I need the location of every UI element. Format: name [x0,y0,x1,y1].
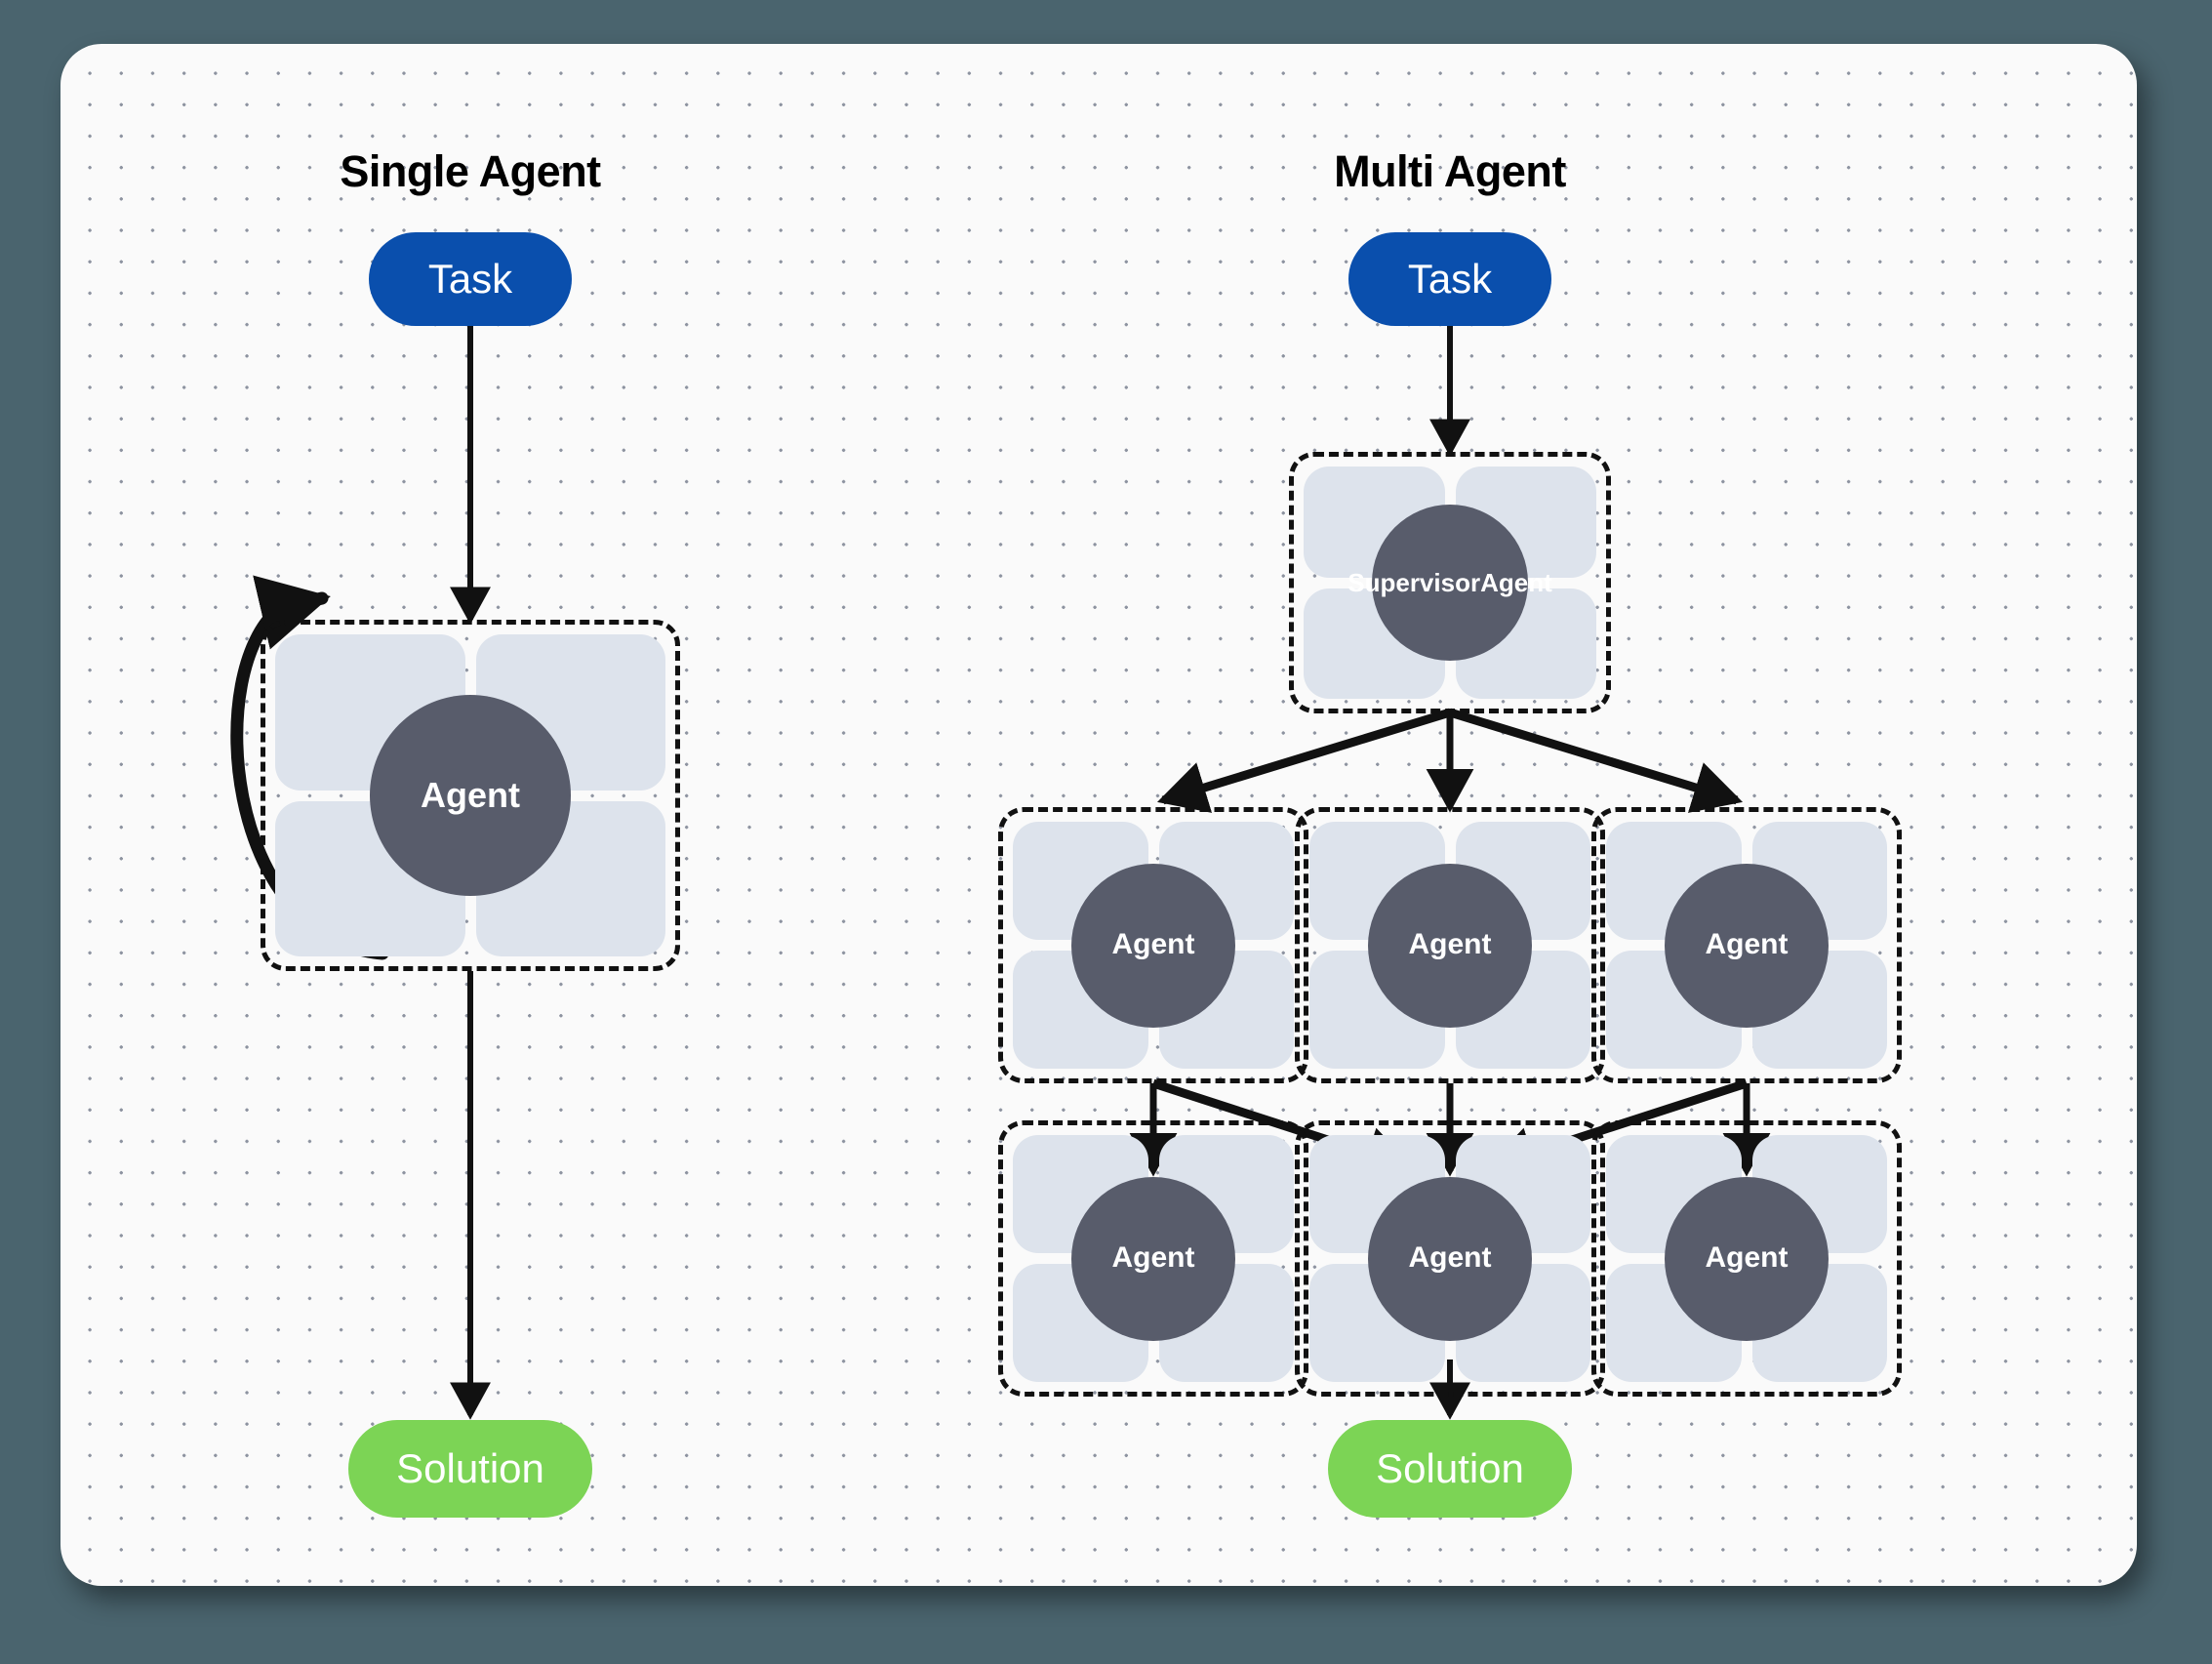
node-agent-row1-col1[interactable]: Agent [998,807,1308,1083]
node-agent-row1-col2[interactable]: Agent [1295,807,1605,1083]
node-agent-row1-col3[interactable]: Agent [1591,807,1902,1083]
node-agent-row2-col3[interactable]: Agent [1591,1120,1902,1397]
agent-circle-label: Agent [1665,1176,1829,1341]
node-task-multi[interactable]: Task [1348,232,1551,326]
edge-supervisor-to-agent-3 [1448,708,1744,813]
agent-circle-label: Agent [1071,863,1235,1028]
column-title-multi-agent: Multi Agent [1334,146,1566,196]
node-agent-row2-col2[interactable]: Agent [1295,1120,1605,1397]
agent-circle-label: Agent [370,695,571,896]
node-supervisor-agent[interactable]: Supervisor Agent [1289,452,1611,713]
agent-circle-label: Agent [1071,1176,1235,1341]
supervisor-label-line2: Agent [1480,567,1552,597]
node-solution-multi[interactable]: Solution [1328,1420,1572,1518]
supervisor-label-line1: Supervisor [1347,567,1481,597]
column-title-single-agent: Single Agent [340,146,601,196]
agent-circle-label: Agent [1665,863,1829,1028]
agent-circle-label: Agent [1368,1176,1532,1341]
diagram-canvas: Single Agent Multi Agent Task Agent Solu… [60,44,2137,1586]
node-task-single[interactable]: Task [369,232,572,326]
node-agent-row2-col1[interactable]: Agent [998,1120,1308,1397]
node-solution-single[interactable]: Solution [348,1420,592,1518]
agent-circle-label: Agent [1368,863,1532,1028]
edge-supervisor-to-agent-1 [1156,708,1452,813]
supervisor-circle: Supervisor Agent [1347,505,1552,661]
node-agent-single[interactable]: Agent [261,620,680,971]
